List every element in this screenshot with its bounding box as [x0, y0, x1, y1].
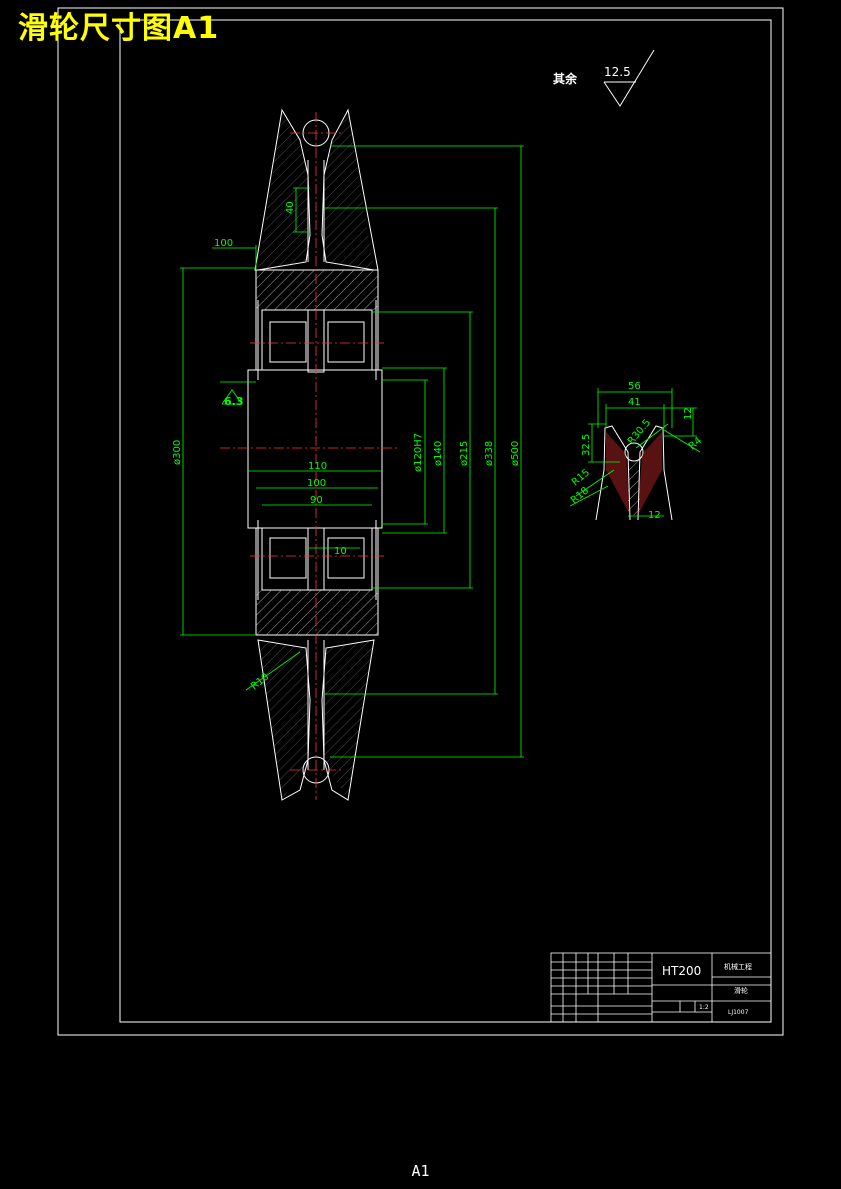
- groove-h12: 12: [683, 407, 694, 420]
- groove-hatch: [606, 432, 662, 515]
- groove-dimensions: [569, 388, 701, 517]
- dim-w110: 110: [308, 461, 327, 472]
- drawing-title: 滑轮尺寸图A1: [18, 11, 220, 46]
- part-name-label: 滑轮: [734, 986, 748, 995]
- groove-r15: R15: [570, 467, 592, 488]
- roughness-symbol: [603, 49, 655, 107]
- bore-roughness-symbol: [221, 389, 243, 405]
- groove-w41: 41: [628, 397, 641, 408]
- dim-d300: ø300: [172, 440, 183, 465]
- groove-r4: R4: [687, 435, 704, 452]
- dimension-lines: [180, 145, 524, 758]
- dim-w100: 100: [307, 478, 326, 489]
- dim-d140: ø140: [433, 441, 444, 466]
- dim-w10: 10: [334, 546, 347, 557]
- dim-d338: ø338: [484, 441, 495, 466]
- roughness-value: 12.5: [604, 65, 631, 79]
- material-label: HT200: [662, 964, 701, 978]
- roughness-label: 其余: [553, 71, 578, 86]
- dim-d120: ø120H7: [413, 433, 424, 472]
- scale-label: 1:2: [699, 1004, 709, 1011]
- dim-w90: 90: [310, 495, 323, 506]
- bearings: [257, 300, 377, 600]
- dim-top100: 100: [214, 238, 233, 249]
- groove-b12: 12: [648, 510, 661, 521]
- hatching: [256, 110, 378, 800]
- outer-frame: [57, 7, 784, 1036]
- dim-h40: 40: [285, 201, 296, 214]
- groove-r30: R30.5: [626, 417, 653, 446]
- inner-frame: [119, 19, 772, 1023]
- roughness-bore-value: 6.3: [224, 395, 244, 408]
- school-label: 机械工程: [724, 962, 752, 971]
- drawing-code-label: LJ1007: [728, 1009, 749, 1016]
- dim-d215: ø215: [459, 441, 470, 466]
- title-block: [550, 952, 772, 1023]
- dim-d500: ø500: [510, 441, 521, 466]
- groove-w56: 56: [628, 381, 641, 392]
- groove-h32: 32.5: [581, 434, 592, 456]
- sheet-size-label: A1: [411, 1162, 430, 1180]
- centerlines: [220, 112, 400, 800]
